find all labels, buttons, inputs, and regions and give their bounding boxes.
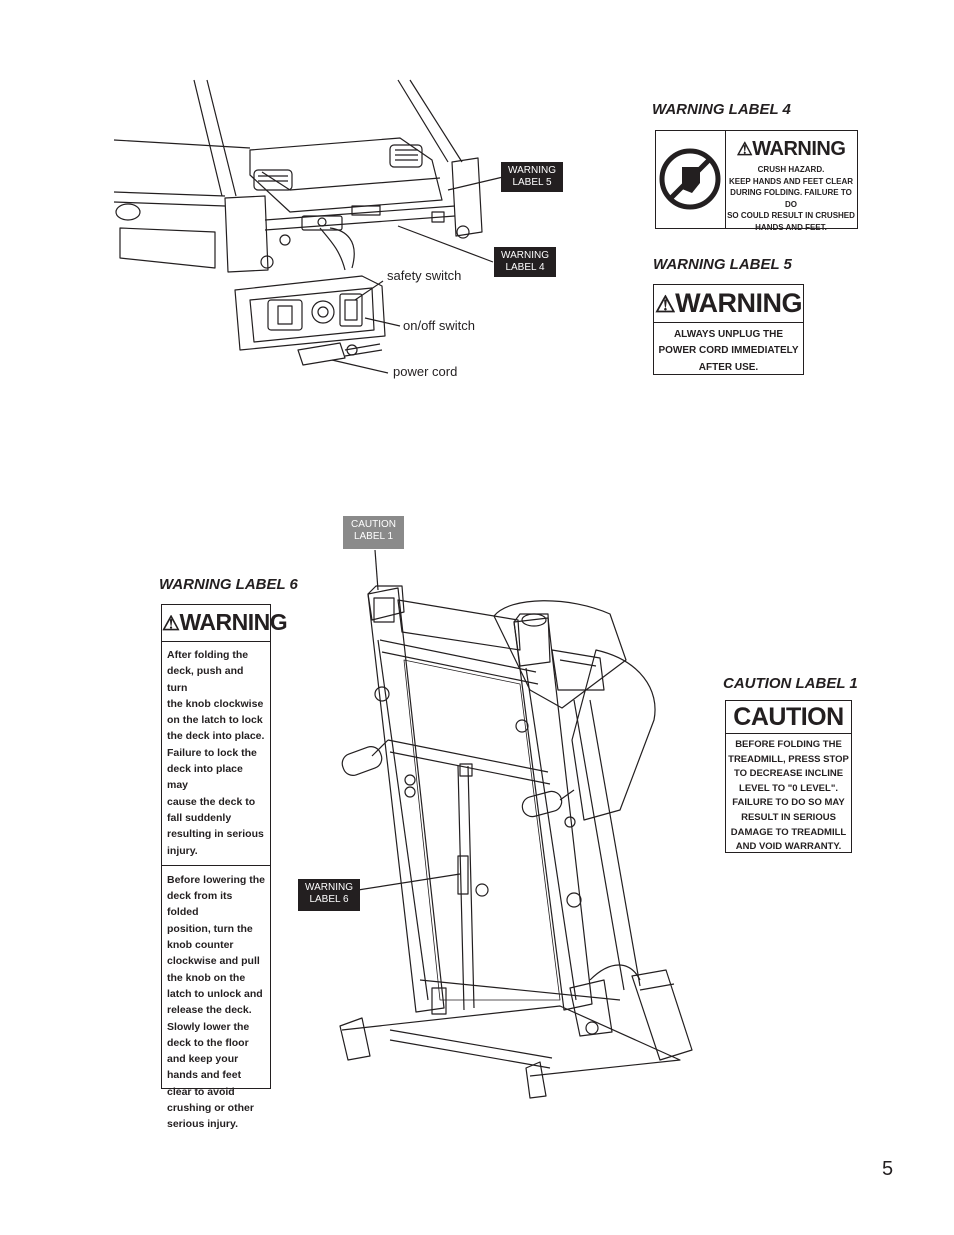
warning-label-5-title: WARNING — [675, 288, 803, 318]
warning-label-4: ⚠WARNING CRUSH HAZARD. KEEP HANDS AND FE… — [655, 130, 858, 232]
caution-label-1-heading: CAUTION LABEL 1 — [723, 675, 858, 692]
power-cord-callout: power cord — [393, 364, 458, 379]
warning-label-5: ⚠WARNING ALWAYS UNPLUG THE POWER CORD IM… — [653, 284, 804, 375]
warning-label-6-tag: WARNING LABEL 6 — [298, 879, 360, 911]
page-number: 5 — [882, 1158, 894, 1180]
warning-label-5-title-row: ⚠WARNING — [654, 287, 803, 323]
caution-label-1-title: CAUTION — [726, 702, 851, 734]
caution-label-1-text: BEFORE FOLDING THE TREADMILL, PRESS STOP… — [728, 739, 849, 853]
warning-label-6-text-2: Before lowering the deck from its folded… — [167, 873, 266, 1131]
warning-label-5-tag: WARNING LABEL 5 — [501, 162, 563, 192]
warning-label-5-heading: WARNING LABEL 5 — [653, 256, 792, 273]
caution-label-1-tag: CAUTION LABEL 1 — [343, 516, 404, 549]
warning-label-6-text-1: After folding the deck, push and turn th… — [162, 642, 270, 866]
warning-label-6-title-row: ⚠WARNING — [162, 607, 288, 642]
warning-label-4-text: CRUSH HAZARD. KEEP HANDS AND FEET CLEAR … — [727, 165, 855, 232]
warning-triangle-icon: ⚠ — [736, 139, 753, 159]
warning-triangle-icon: ⚠ — [162, 613, 180, 635]
warning-triangle-icon: ⚠ — [654, 291, 676, 317]
on-off-switch-callout: on/off switch — [403, 318, 476, 333]
warning-label-4-heading: WARNING LABEL 4 — [652, 101, 791, 118]
caution-label-1: CAUTION BEFORE FOLDING THE TREADMILL, PR… — [725, 700, 852, 853]
warning-label-4-tag: WARNING LABEL 4 — [494, 247, 556, 277]
warning-label-4-title: WARNING — [752, 138, 846, 160]
warning-label-6-title: WARNING — [179, 609, 288, 635]
warning-label-5-text: ALWAYS UNPLUG THE POWER CORD IMMEDIATELY… — [658, 329, 799, 373]
safety-switch-callout: safety switch — [387, 268, 462, 283]
warning-label-6-heading: WARNING LABEL 6 — [159, 576, 298, 593]
warning-label-6: ⚠WARNING After folding the deck, push an… — [161, 604, 288, 1130]
warning-label-4-title-row: ⚠WARNING — [725, 137, 857, 161]
no-hands-icon — [656, 131, 726, 228]
